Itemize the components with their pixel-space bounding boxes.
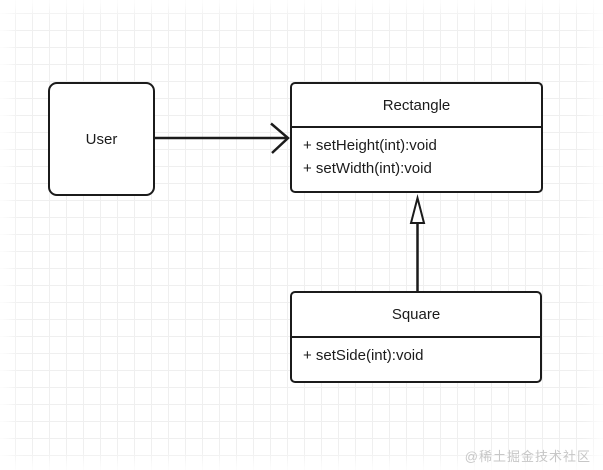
open-arrowhead-icon bbox=[270, 122, 290, 154]
rectangle-class-body: + setHeight(int):void + setWidth(int):vo… bbox=[292, 128, 541, 180]
square-class-node: Square + setSide(int):void bbox=[290, 291, 542, 383]
user-node: User bbox=[48, 82, 155, 196]
method-set-width: + setWidth(int):void bbox=[303, 160, 432, 177]
hollow-triangle-arrowhead-icon bbox=[409, 194, 426, 224]
rectangle-class-node: Rectangle + setHeight(int):void + setWid… bbox=[290, 82, 543, 193]
watermark: @稀土掘金技术社区 bbox=[464, 449, 591, 464]
square-class-title: Square bbox=[292, 293, 540, 338]
method-set-side: + setSide(int):void bbox=[303, 347, 424, 364]
square-class-body: + setSide(int):void bbox=[292, 338, 540, 367]
user-node-label: User bbox=[85, 130, 118, 148]
rectangle-class-title: Rectangle bbox=[292, 84, 541, 128]
method-set-height: + setHeight(int):void bbox=[303, 137, 437, 154]
